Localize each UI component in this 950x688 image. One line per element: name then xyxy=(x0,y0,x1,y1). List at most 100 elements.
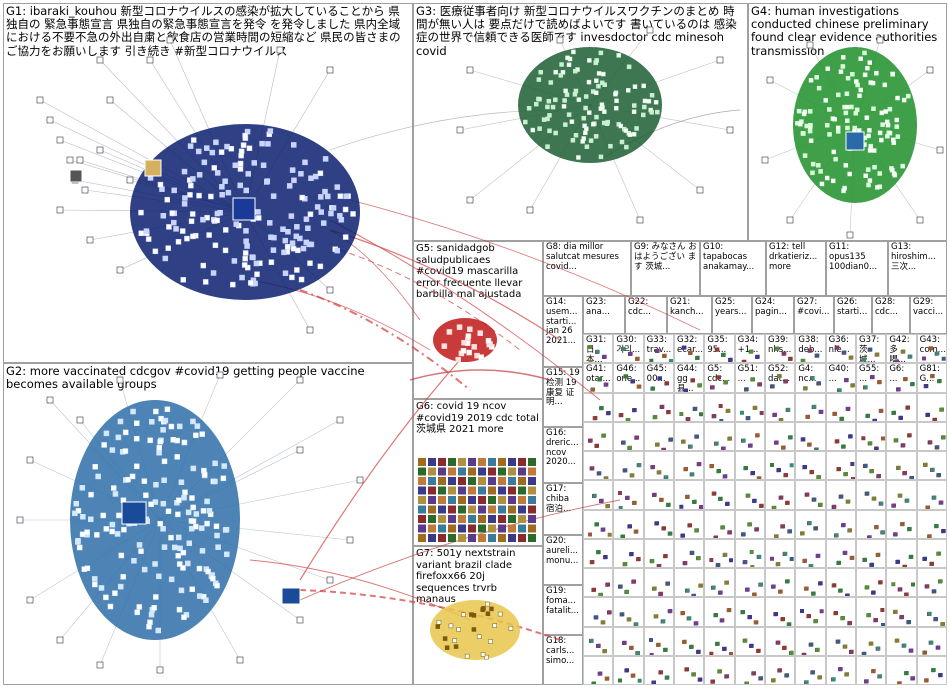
node xyxy=(810,470,815,474)
node xyxy=(691,378,695,383)
node xyxy=(618,491,623,496)
node xyxy=(711,585,716,590)
small-group-panel xyxy=(916,509,947,539)
small-group-panel xyxy=(613,392,644,422)
node xyxy=(756,476,761,480)
node xyxy=(665,581,670,586)
node xyxy=(836,560,841,565)
node xyxy=(779,417,784,421)
group-panel-g10: G10: tapabocas anakamay... xyxy=(700,241,766,296)
node xyxy=(938,672,943,677)
node-cluster xyxy=(832,611,852,626)
node xyxy=(625,496,630,500)
node xyxy=(683,560,688,565)
group-label: G24: pagin... xyxy=(755,297,787,317)
node xyxy=(837,388,842,392)
small-group-panel xyxy=(886,597,917,627)
small-group-panel xyxy=(765,597,796,627)
node xyxy=(712,413,717,418)
node-cluster xyxy=(864,580,883,595)
node xyxy=(667,531,672,535)
node xyxy=(785,579,790,584)
node xyxy=(602,433,606,438)
small-group-panel xyxy=(795,655,826,685)
node-cluster xyxy=(804,581,823,596)
node xyxy=(909,648,914,652)
node-cluster xyxy=(867,524,885,538)
node xyxy=(749,549,754,554)
small-group-panel xyxy=(795,509,826,539)
small-group-panel: G34: +1... xyxy=(734,334,765,364)
small-group-panel xyxy=(674,626,705,656)
node xyxy=(848,355,853,360)
node-cluster xyxy=(831,583,850,597)
node-cluster xyxy=(679,495,703,509)
node xyxy=(927,533,932,538)
node xyxy=(743,466,748,470)
node xyxy=(651,680,656,684)
node xyxy=(650,386,655,391)
node xyxy=(715,641,720,646)
small-group-panel xyxy=(704,451,735,481)
node xyxy=(714,613,719,618)
node xyxy=(693,406,698,411)
node xyxy=(606,410,611,415)
small-group-panel xyxy=(825,480,856,510)
node xyxy=(648,637,653,642)
node-cluster xyxy=(649,465,668,480)
node-cluster xyxy=(593,610,612,625)
node xyxy=(869,641,874,645)
node-cluster xyxy=(654,437,673,450)
node xyxy=(629,645,634,650)
node xyxy=(588,345,592,349)
node xyxy=(903,564,908,567)
node-cluster xyxy=(921,346,946,361)
node xyxy=(910,382,915,387)
node-cluster xyxy=(834,345,853,360)
node xyxy=(803,465,808,469)
node xyxy=(679,411,684,416)
node xyxy=(695,527,699,532)
node xyxy=(817,381,822,386)
node xyxy=(750,377,755,382)
node xyxy=(777,374,782,379)
node-cluster xyxy=(684,667,703,682)
node xyxy=(925,412,930,417)
node xyxy=(718,497,723,501)
small-group-label: G45: 00... xyxy=(646,364,667,385)
node-cluster xyxy=(926,612,945,626)
small-group-panel xyxy=(765,509,796,539)
node-cluster xyxy=(921,640,940,655)
node-cluster xyxy=(863,463,881,479)
node xyxy=(921,356,926,361)
node xyxy=(598,671,603,676)
node xyxy=(936,551,941,556)
node xyxy=(831,583,836,588)
small-group-panel xyxy=(825,451,856,481)
small-group-panel xyxy=(825,626,856,656)
node xyxy=(623,468,628,473)
node xyxy=(896,559,901,564)
node xyxy=(781,445,786,450)
node xyxy=(593,415,598,420)
small-group-panel: G55: ... xyxy=(856,363,887,393)
group-panel-g14: G14: usem... starti... jan 26 2021... xyxy=(543,296,583,367)
node xyxy=(815,353,820,358)
node xyxy=(899,415,904,420)
node xyxy=(770,556,774,561)
node xyxy=(896,387,901,392)
node xyxy=(894,438,899,442)
node xyxy=(841,522,846,527)
node-cluster xyxy=(588,521,612,537)
node xyxy=(789,650,794,655)
node xyxy=(841,444,846,449)
node-cluster xyxy=(685,583,703,597)
group-panel-g15: G15: 19检测 19康复 证明... xyxy=(543,367,583,427)
node xyxy=(709,557,714,562)
node xyxy=(595,349,600,354)
node xyxy=(788,528,792,533)
small-group-label: G36: nie... xyxy=(828,335,850,355)
group-panel-g26: G26: starti... xyxy=(834,296,872,334)
node-cluster xyxy=(619,612,639,626)
small-group-panel xyxy=(704,568,735,598)
